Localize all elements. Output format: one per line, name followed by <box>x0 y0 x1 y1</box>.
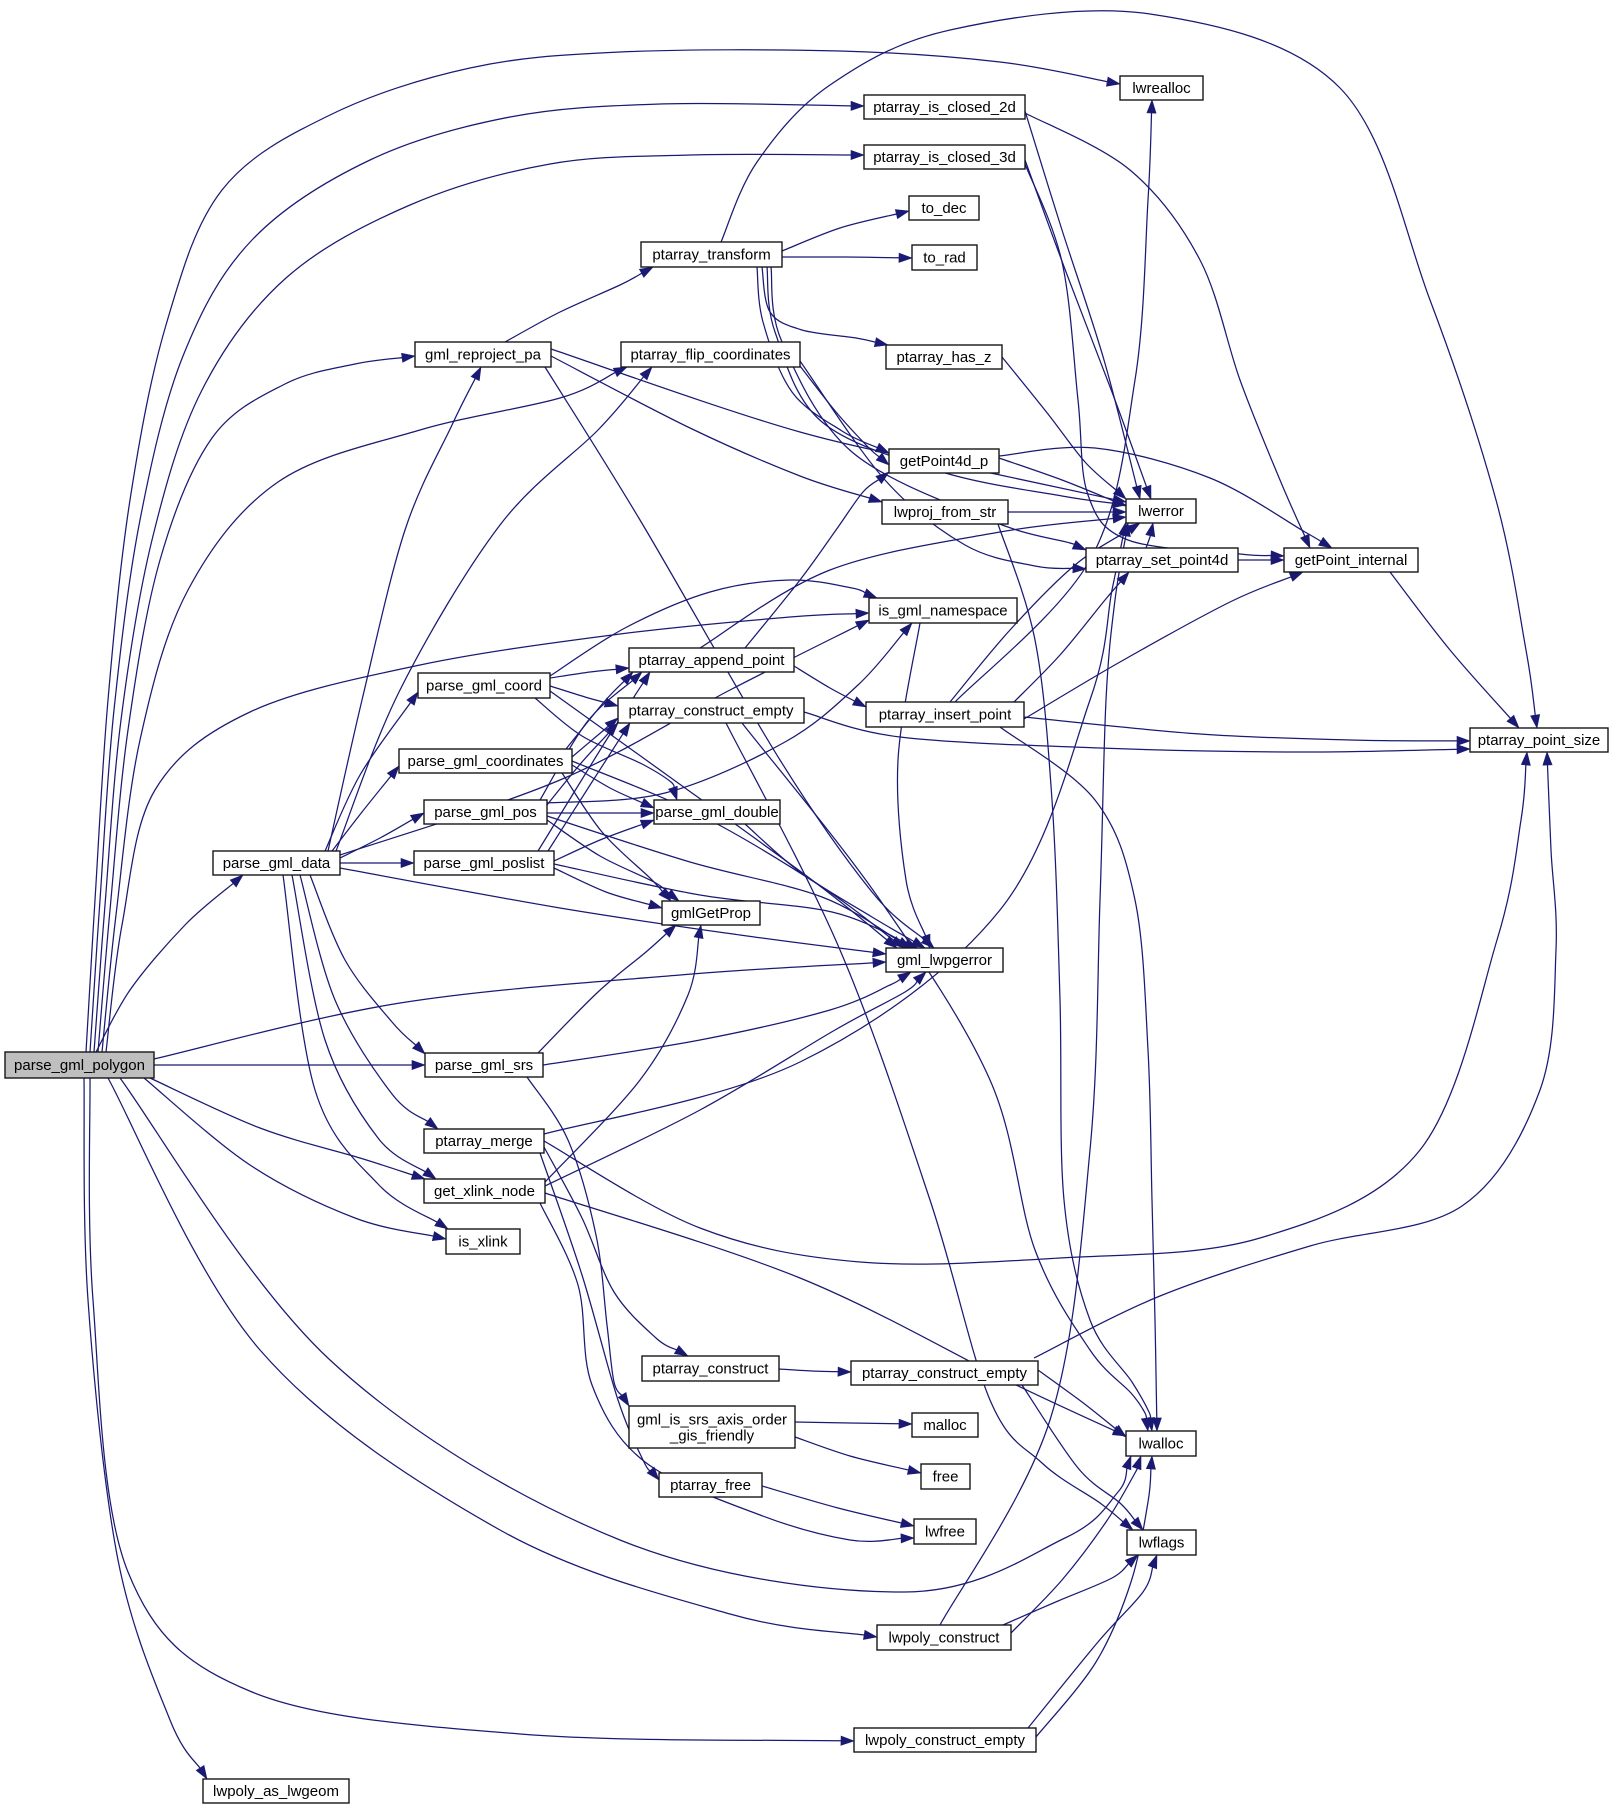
svg-text:getPoint4d_p: getPoint4d_p <box>900 453 988 470</box>
svg-text:ptarray_merge: ptarray_merge <box>435 1133 533 1150</box>
svg-text:free: free <box>933 1469 959 1486</box>
svg-text:malloc: malloc <box>923 1417 967 1434</box>
svg-text:parse_gml_polygon: parse_gml_polygon <box>14 1057 145 1074</box>
svg-text:ptarray_append_point: ptarray_append_point <box>639 652 786 669</box>
svg-text:parse_gml_coord: parse_gml_coord <box>426 678 542 695</box>
svg-text:ptarray_flip_coordinates: ptarray_flip_coordinates <box>630 347 790 364</box>
svg-text:parse_gml_poslist: parse_gml_poslist <box>424 855 546 872</box>
svg-text:get_xlink_node: get_xlink_node <box>434 1183 535 1200</box>
svg-text:ptarray_construct: ptarray_construct <box>653 1361 770 1378</box>
svg-text:ptarray_construct_empty: ptarray_construct_empty <box>862 1365 1028 1382</box>
svg-text:lwflags: lwflags <box>1139 1535 1185 1552</box>
svg-text:ptarray_point_size: ptarray_point_size <box>1478 732 1601 749</box>
svg-text:ptarray_free: ptarray_free <box>670 1477 751 1494</box>
svg-text:parse_gml_pos: parse_gml_pos <box>434 804 537 821</box>
svg-text:gmlGetProp: gmlGetProp <box>671 905 751 922</box>
svg-text:lwrealloc: lwrealloc <box>1132 80 1191 97</box>
svg-text:gml_reproject_pa: gml_reproject_pa <box>425 347 542 364</box>
svg-text:gml_is_srs_axis_order: gml_is_srs_axis_order <box>637 1412 787 1429</box>
svg-text:lwfree: lwfree <box>925 1524 965 1541</box>
svg-text:lwerror: lwerror <box>1138 503 1184 520</box>
svg-text:is_gml_namespace: is_gml_namespace <box>878 603 1007 620</box>
svg-text:lwpoly_construct: lwpoly_construct <box>889 1630 1001 1647</box>
svg-text:parse_gml_data: parse_gml_data <box>223 855 331 872</box>
svg-text:ptarray_set_point4d: ptarray_set_point4d <box>1096 552 1229 569</box>
svg-text:ptarray_has_z: ptarray_has_z <box>896 349 991 366</box>
svg-text:to_rad: to_rad <box>923 250 966 267</box>
svg-text:lwpoly_construct_empty: lwpoly_construct_empty <box>865 1732 1026 1749</box>
svg-text:ptarray_is_closed_2d: ptarray_is_closed_2d <box>873 99 1016 116</box>
svg-text:parse_gml_double: parse_gml_double <box>655 804 778 821</box>
svg-text:lwproj_from_str: lwproj_from_str <box>894 504 997 521</box>
svg-text:ptarray_insert_point: ptarray_insert_point <box>879 707 1012 724</box>
svg-text:gml_lwpgerror: gml_lwpgerror <box>897 952 992 969</box>
svg-text:_gis_friendly: _gis_friendly <box>669 1428 755 1445</box>
svg-text:to_dec: to_dec <box>921 200 967 217</box>
svg-text:lwpoly_as_lwgeom: lwpoly_as_lwgeom <box>213 1783 339 1800</box>
svg-text:is_xlink: is_xlink <box>458 1234 508 1251</box>
svg-text:ptarray_construct_empty: ptarray_construct_empty <box>628 703 794 720</box>
svg-text:lwalloc: lwalloc <box>1138 1436 1184 1453</box>
svg-text:getPoint_internal: getPoint_internal <box>1295 552 1408 569</box>
svg-text:ptarray_transform: ptarray_transform <box>652 247 770 264</box>
svg-text:parse_gml_srs: parse_gml_srs <box>435 1057 533 1074</box>
svg-text:ptarray_is_closed_3d: ptarray_is_closed_3d <box>873 149 1016 166</box>
svg-text:parse_gml_coordinates: parse_gml_coordinates <box>408 753 564 770</box>
